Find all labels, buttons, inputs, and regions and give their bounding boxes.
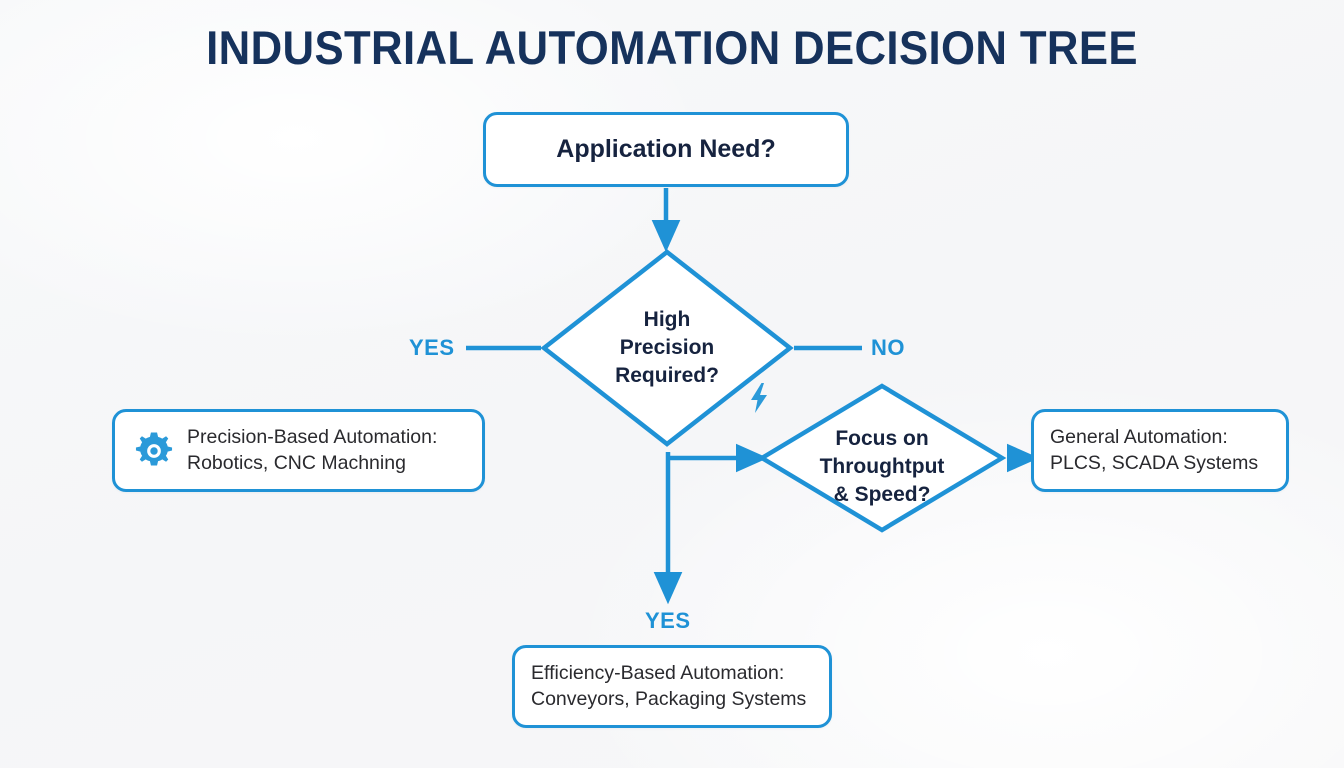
node-general-automation[interactable]: General Automation: PLCS, SCADA Systems	[1031, 409, 1289, 492]
edge-label-yes-efficiency: YES	[645, 608, 691, 633]
edge-label-yes-precision: YES	[409, 335, 455, 360]
node-application-need[interactable]: Application Need?	[483, 112, 849, 187]
node-precision-based-automation[interactable]: Precision-Based Automation: Robotics, CN…	[112, 409, 485, 492]
node-high-precision-required[interactable]: High Precision Required?	[540, 248, 794, 448]
node-high-precision-required-label: High Precision Required?	[615, 308, 719, 387]
node-application-need-label: Application Need?	[556, 135, 776, 163]
node-efficiency-based-automation[interactable]: Efficiency-Based Automation: Conveyors, …	[512, 645, 832, 728]
page-title: INDUSTRIAL AUTOMATION DECISION TREE	[206, 21, 1138, 74]
node-focus-throughput-speed-label: Focus on Throughtput & Speed?	[819, 427, 945, 506]
diamond-shape	[757, 383, 1007, 533]
edge-label-no-precision: NO	[871, 335, 905, 360]
lightning-bolt-icon	[751, 383, 767, 413]
gear-icon	[135, 431, 173, 466]
diamond-shape	[540, 249, 794, 447]
node-focus-throughput-speed[interactable]: Focus on Throughtput & Speed?	[751, 383, 1007, 533]
node-efficiency-based-automation-label: Efficiency-Based Automation: Conveyors, …	[531, 661, 807, 710]
node-general-automation-label: General Automation: PLCS, SCADA Systems	[1050, 425, 1259, 474]
node-precision-based-automation-label: Precision-Based Automation: Robotics, CN…	[187, 425, 438, 474]
